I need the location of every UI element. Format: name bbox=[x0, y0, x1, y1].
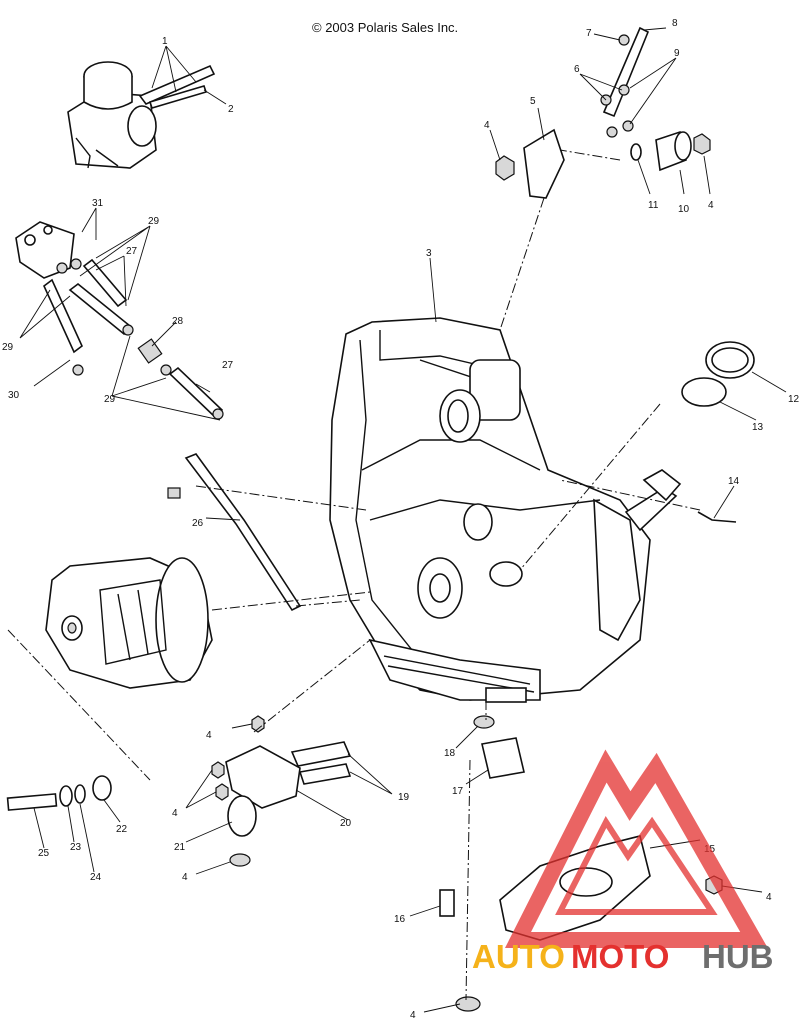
engine-block bbox=[329, 317, 682, 703]
callout-29: 29 bbox=[148, 216, 160, 227]
bolt-stack bbox=[6, 775, 112, 811]
callout-4: 4 bbox=[182, 872, 188, 883]
callout-29: 29 bbox=[104, 394, 116, 405]
mount-bracket-upper bbox=[495, 26, 711, 199]
callout-4: 4 bbox=[766, 892, 772, 903]
callout-19: 19 bbox=[398, 792, 410, 803]
callout-7: 7 bbox=[586, 28, 592, 39]
callout-30: 30 bbox=[8, 390, 20, 401]
callout-31: 31 bbox=[92, 198, 104, 209]
fuel-pump bbox=[15, 221, 82, 279]
callout-21: 21 bbox=[174, 842, 186, 853]
callout-1: 1 bbox=[162, 36, 168, 47]
callout-18: 18 bbox=[444, 748, 456, 759]
callout-3: 3 bbox=[426, 248, 432, 259]
carburetor bbox=[67, 61, 216, 169]
callout-4: 4 bbox=[410, 1010, 416, 1020]
callout-17: 17 bbox=[452, 786, 464, 797]
callout-5: 5 bbox=[530, 96, 536, 107]
callout-4: 4 bbox=[172, 808, 178, 819]
callout-22: 22 bbox=[116, 824, 128, 835]
callout-29: 29 bbox=[2, 342, 14, 353]
watermark-text: AUTO MOTO HUB bbox=[472, 938, 774, 975]
callout-27: 27 bbox=[222, 360, 234, 371]
callout-13: 13 bbox=[752, 422, 764, 433]
callout-4: 4 bbox=[708, 200, 714, 211]
watermark-logo bbox=[504, 749, 768, 948]
callout-9: 9 bbox=[674, 48, 680, 59]
watermark-moto: MOTO bbox=[571, 938, 669, 975]
callout-26: 26 bbox=[192, 518, 204, 529]
callout-12: 12 bbox=[788, 394, 800, 405]
watermark-hub: HUB bbox=[702, 938, 774, 975]
callout-25: 25 bbox=[38, 848, 50, 859]
fuel-hoses bbox=[43, 258, 224, 420]
callout-10: 10 bbox=[678, 204, 690, 215]
copyright-text: © 2003 Polaris Sales Inc. bbox=[312, 20, 458, 35]
callout-8: 8 bbox=[672, 18, 678, 29]
callout-23: 23 bbox=[70, 842, 82, 853]
filter-cap bbox=[681, 341, 755, 523]
callout-2: 2 bbox=[228, 104, 234, 115]
callout-6: 6 bbox=[574, 64, 580, 75]
leader-lines bbox=[19, 27, 787, 1013]
callout-27: 27 bbox=[126, 246, 138, 257]
watermark-auto: AUTO bbox=[472, 938, 565, 975]
callout-24: 24 bbox=[90, 872, 102, 883]
drive-clutch bbox=[45, 557, 213, 689]
callout-14: 14 bbox=[728, 476, 740, 487]
callout-28: 28 bbox=[172, 316, 184, 327]
callout-16: 16 bbox=[394, 914, 406, 925]
callout-11: 11 bbox=[648, 200, 659, 211]
callout-20: 20 bbox=[340, 818, 352, 829]
lower-mount-bracket bbox=[211, 715, 352, 867]
callout-4: 4 bbox=[484, 120, 490, 131]
assembly-lines bbox=[7, 149, 701, 1001]
engine-mount-rubber bbox=[473, 715, 525, 779]
callout-4: 4 bbox=[206, 730, 212, 741]
